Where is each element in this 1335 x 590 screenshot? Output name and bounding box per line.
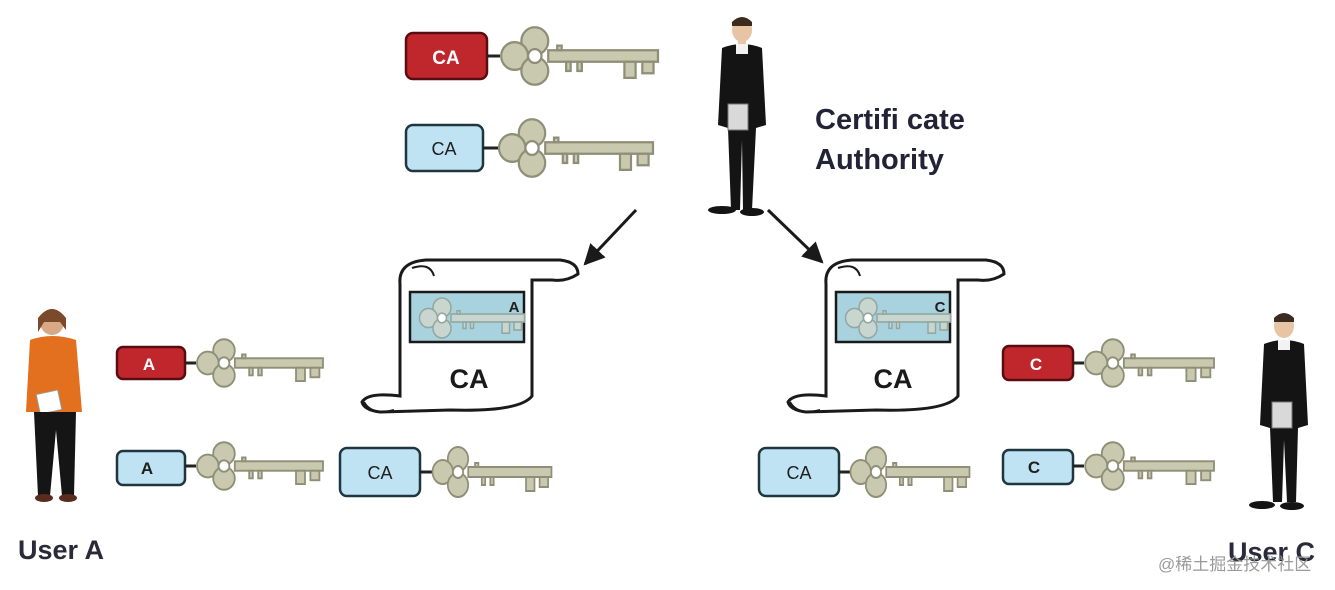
certificate-authority-label: Certifi cate Authority (815, 100, 965, 180)
user-c-public-key-group: C (1001, 441, 1215, 491)
certificate-c-name: CA (874, 364, 913, 394)
certificate-a-subject: A (509, 299, 520, 316)
certificate-c-subject: C (935, 299, 946, 316)
user-c-label: User C (1228, 537, 1316, 567)
user-a-private-key-tag-label: A (143, 355, 155, 374)
user-c-private-key-icon (1084, 338, 1215, 388)
certificate-authority-label-line1: Certifi cate (815, 104, 965, 136)
ca-private-key-group: CA (404, 26, 660, 86)
ca-public-key-group: CA (404, 118, 655, 178)
user-a-public-key-group: A (115, 441, 324, 491)
certificate-authority-person-icon (708, 17, 766, 216)
arrow-to-certificate-c (766, 208, 824, 264)
user-a-private-key-group: A (115, 338, 324, 388)
user-a-public-key-tag-label: A (141, 459, 153, 478)
user-a-public-key-icon (196, 441, 324, 491)
user-c-private-key-group: C (1001, 338, 1215, 388)
certificate-authority-label-line2: Authority (815, 144, 944, 176)
certificate-a-name: CA (450, 364, 489, 394)
user-c-person-icon (1249, 313, 1308, 510)
ca-private-key-icon (500, 26, 660, 86)
user-a-ca-public-key-tag-label: CA (367, 463, 392, 483)
watermark: @稀土掘金技术社区 (1158, 555, 1312, 574)
user-c-public-key-tag-label: C (1028, 458, 1040, 477)
user-a-ca-public-key-icon (431, 446, 553, 498)
certificate-c: C CA (786, 258, 1006, 414)
ca-public-key-icon (497, 118, 655, 178)
user-c-ca-public-key-group: CA (757, 446, 971, 498)
user-c-private-key-tag-label: C (1030, 355, 1042, 374)
user-a-public-key-tag (115, 449, 187, 487)
user-a-ca-public-key-group: CA (338, 446, 553, 498)
user-a-private-key-icon (196, 338, 324, 388)
ca-private-key-tag-label: CA (432, 48, 460, 69)
user-c-ca-public-key-tag-label: CA (786, 463, 811, 483)
user-a-person-icon (26, 309, 82, 502)
ca-public-key-tag-label: CA (431, 139, 456, 159)
user-a-label: User A (18, 535, 105, 565)
user-c-ca-public-key-icon (849, 446, 971, 498)
arrow-to-certificate-a (583, 208, 638, 266)
certificate-a: A CA (360, 258, 580, 414)
user-c-public-key-icon (1084, 441, 1215, 491)
